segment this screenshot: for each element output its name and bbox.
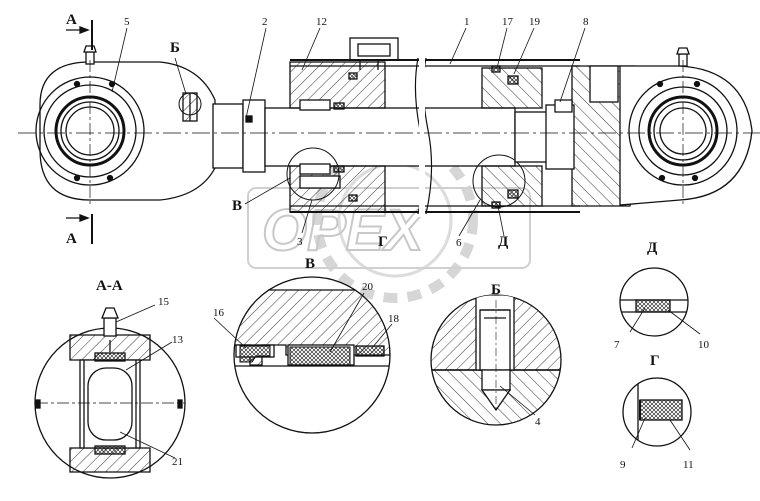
cap-eye-right [619, 47, 753, 206]
part-label-4: 4 [535, 416, 541, 428]
part-label-1: 1 [464, 16, 470, 28]
part-label-2: 2 [262, 16, 268, 28]
detail-marker-d: Д [498, 234, 509, 250]
detail-g-title: Г [650, 353, 660, 369]
main-labels: А А Б В Г Д 5 2 12 1 17 19 8 3 6 [66, 12, 589, 250]
part-label-17: 17 [502, 16, 514, 28]
section-aa [34, 304, 186, 479]
part-label-11: 11 [683, 459, 694, 471]
detail-g [622, 377, 692, 451]
part-label-15: 15 [158, 296, 170, 308]
part-label-6: 6 [456, 237, 462, 249]
detail-marker-v: В [232, 198, 242, 214]
detail-b [430, 294, 562, 426]
part-label-16: 16 [213, 307, 225, 319]
section-marker-a-bottom: А [66, 231, 77, 247]
detail-b-title: Б [491, 282, 501, 298]
detail-v [213, 276, 393, 434]
part-label-21: 21 [172, 456, 183, 468]
part-label-20: 20 [362, 281, 374, 293]
part-label-3: 3 [297, 236, 303, 248]
detail-marker-g: Г [378, 234, 388, 250]
part-label-19: 19 [529, 16, 541, 28]
rod-eye-left [35, 45, 216, 201]
detail-marker-b: Б [170, 40, 180, 56]
detail-g-labels: Г 9 11 [620, 353, 694, 471]
part-label-7: 7 [614, 339, 620, 351]
detail-b-labels: Б 4 [491, 282, 541, 428]
part-label-10: 10 [698, 339, 710, 351]
part-label-12: 12 [316, 16, 327, 28]
section-aa-labels: А-А 15 13 21 [96, 278, 184, 468]
section-marker-a-top: А [66, 12, 77, 28]
detail-d-labels: Д 7 10 [614, 240, 710, 351]
detail-v-labels: В 16 20 18 [213, 256, 400, 325]
detail-v-title: В [305, 256, 315, 272]
part-label-9: 9 [620, 459, 626, 471]
part-label-8: 8 [583, 16, 589, 28]
gland-housing [286, 61, 386, 213]
detail-d-title: Д [647, 240, 658, 256]
section-aa-title: А-А [96, 278, 123, 294]
part-label-13: 13 [172, 334, 184, 346]
detail-d [619, 267, 701, 337]
main-assembly [18, 20, 760, 244]
part-label-5: 5 [124, 16, 130, 28]
part-label-18: 18 [388, 313, 400, 325]
